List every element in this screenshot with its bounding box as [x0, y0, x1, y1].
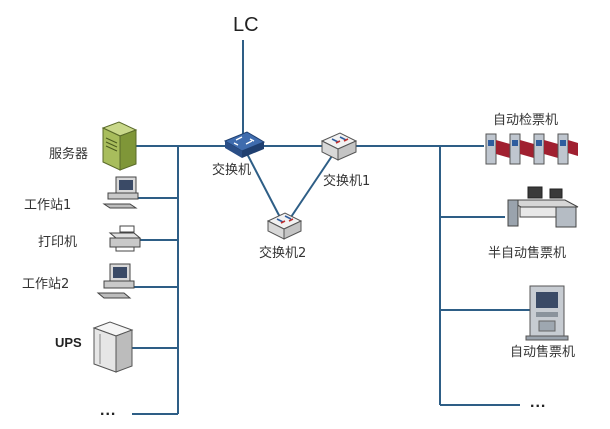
- ticket-gate-label: 自动检票机: [493, 113, 559, 128]
- workstation-2-label: 工作站2: [22, 277, 70, 292]
- printer-icon: [108, 225, 142, 252]
- switch-main-icon: [223, 131, 266, 158]
- switch-2-icon: [266, 212, 303, 240]
- ups-label: UPS: [55, 335, 82, 350]
- auto-ticket-machine-icon: [525, 285, 569, 341]
- ticket-gate-icon: [485, 133, 578, 165]
- switch-1-icon: [320, 132, 358, 161]
- ups-icon: [92, 321, 134, 373]
- switch-2-label: 交换机2: [259, 246, 307, 261]
- semi-ticket-machine-label: 半自动售票机: [488, 246, 567, 261]
- semi-ticket-machine-icon: [507, 186, 579, 228]
- switch-main-label: 交换机: [212, 163, 252, 178]
- workstation-2-icon: [96, 263, 135, 299]
- left-more-label: ...: [100, 402, 117, 419]
- link-sw1-sw2: [286, 149, 337, 224]
- auto-ticket-machine-label: 自动售票机: [510, 345, 576, 360]
- right-more-label: ...: [530, 394, 547, 411]
- link-main-sw2: [242, 145, 284, 224]
- workstation-1-icon: [102, 176, 139, 209]
- server-icon: [101, 121, 138, 171]
- switch-1-label: 交换机1: [323, 174, 371, 189]
- printer-label: 打印机: [38, 235, 78, 250]
- server-label: 服务器: [49, 147, 89, 162]
- workstation-1-label: 工作站1: [24, 198, 72, 213]
- lc-label: LC: [233, 14, 259, 36]
